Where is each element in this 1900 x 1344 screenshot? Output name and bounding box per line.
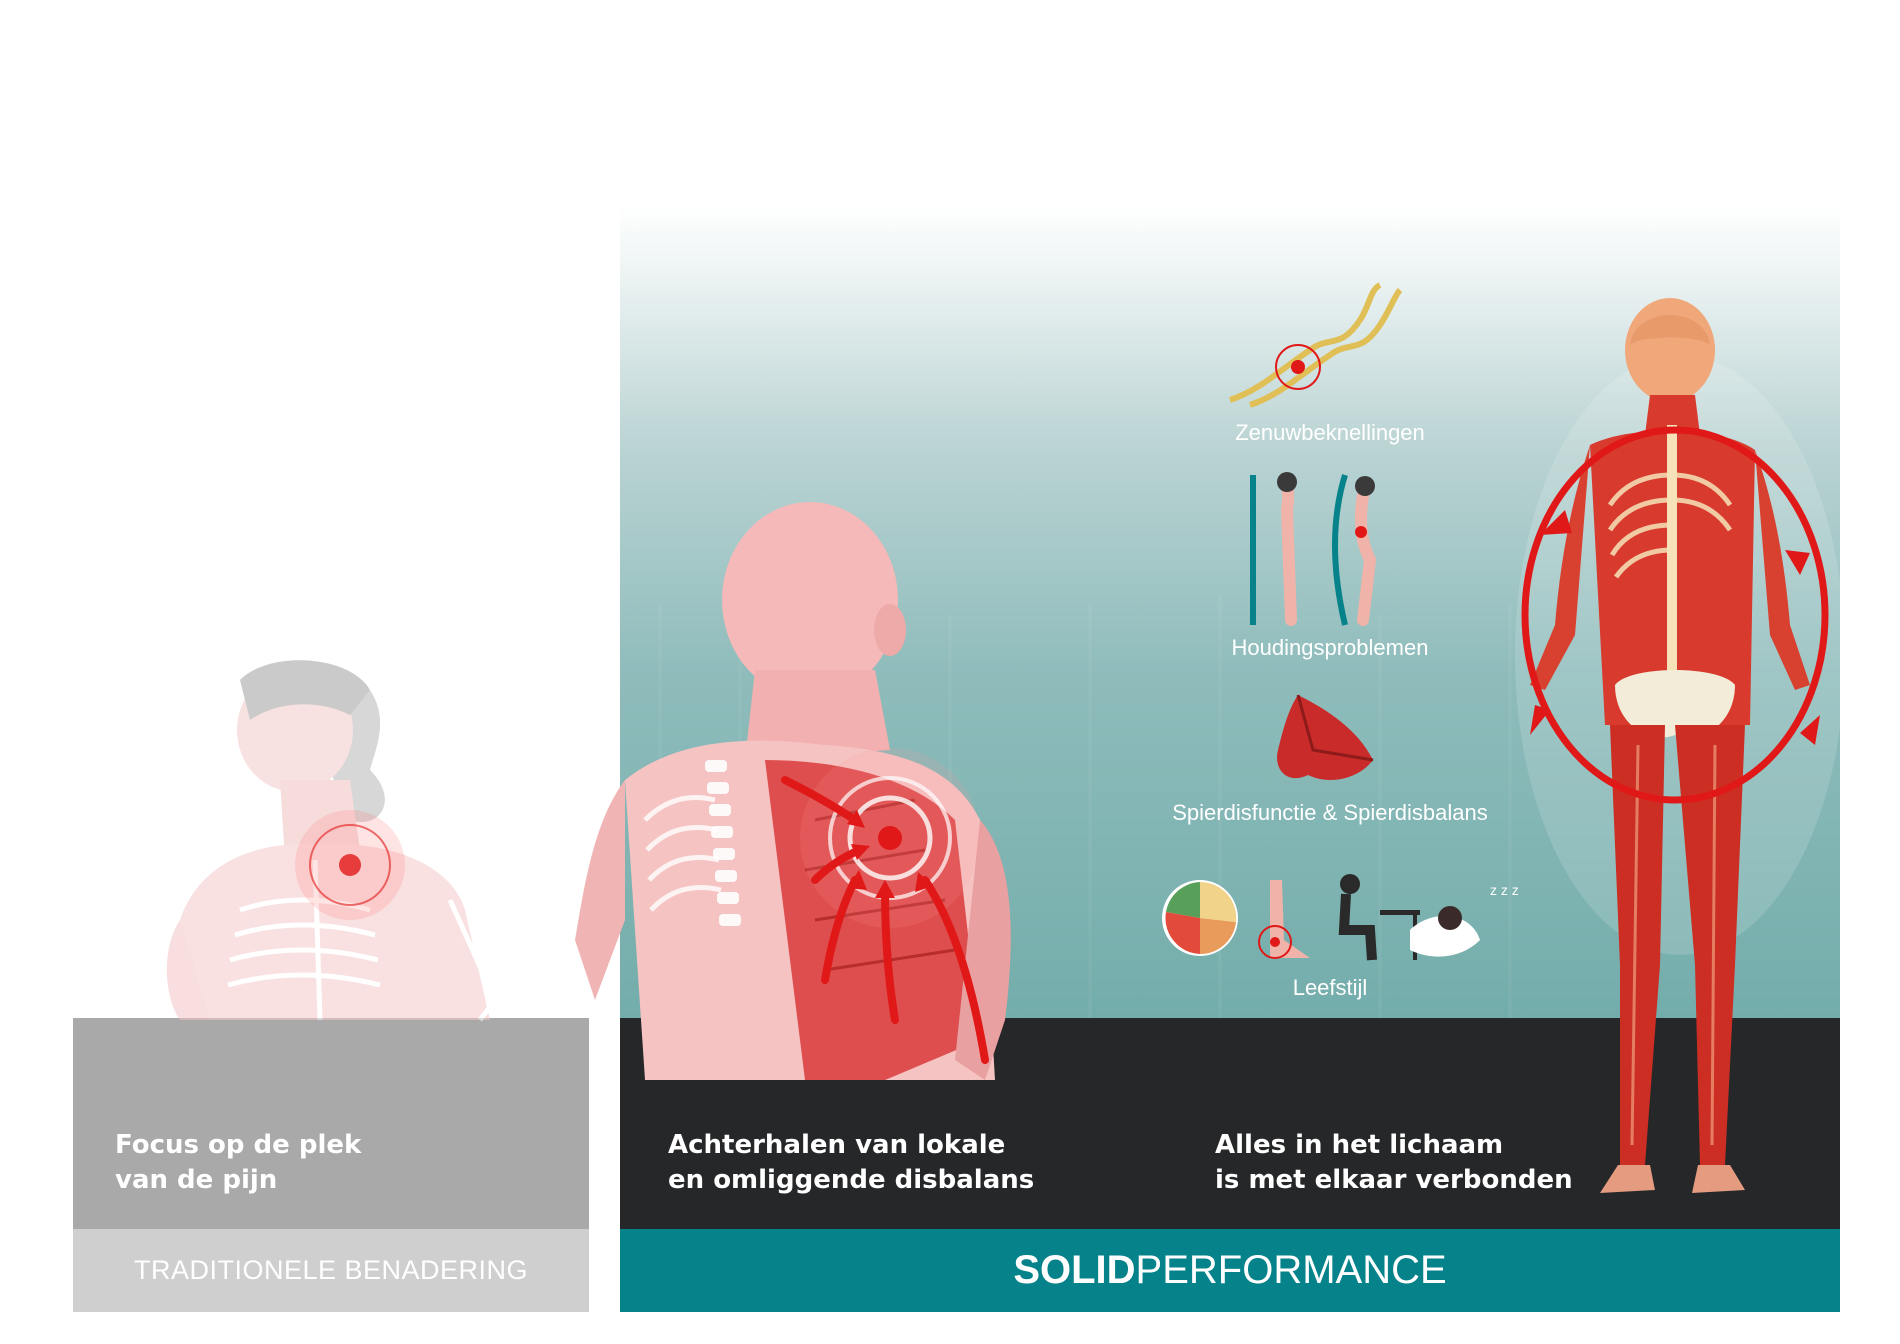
traditional-approach-label: TRADITIONELE BENADERING [133, 1255, 529, 1285]
full-body-anatomy-illustration [1515, 298, 1845, 1193]
traditional-caption: Focus op de plek van de pijn [115, 1128, 361, 1198]
factor-label-posture: Houdingsproblemen [1231, 635, 1429, 660]
right-caption: Alles in het lichaam is met elkaar verbo… [1215, 1128, 1573, 1198]
nerve-icon [1229, 282, 1403, 408]
middle-caption-line2: en omliggende disbalans [668, 1165, 1035, 1195]
traditional-caption-line2: van de pijn [115, 1165, 278, 1195]
right-caption-line2: is met elkaar verbonden [1215, 1165, 1573, 1195]
shoulder-anatomy-illustration [575, 502, 1011, 1080]
muscle-icon [1277, 694, 1374, 780]
traditional-approach-bar: TRADITIONELE BENADERING [73, 1229, 589, 1312]
traditional-caption-line1: Focus op de plek [115, 1130, 362, 1160]
svg-text:z z z: z z z [1490, 882, 1519, 898]
posture-icon [1250, 472, 1377, 626]
right-caption-line1: Alles in het lichaam [1215, 1130, 1504, 1160]
brand-name-regular: PERFORMANCE [1135, 1248, 1447, 1292]
faded-woman-illustration [166, 660, 498, 1022]
lifestyle-icon: z z z [1162, 874, 1519, 961]
traditional-panel [73, 1018, 589, 1229]
factor-label-lifestyle: Leefstijl [1292, 975, 1368, 1000]
factor-label-nerve: Zenuwbeknellingen [1235, 420, 1425, 445]
middle-caption-line1: Achterhalen van lokale [668, 1130, 1006, 1160]
factor-label-muscle: Spierdisfunctie & Spierdisbalans [1172, 800, 1488, 825]
brand-name-bold: SOLID [1013, 1248, 1136, 1292]
middle-caption: Achterhalen van lokale en omliggende dis… [668, 1128, 1034, 1198]
